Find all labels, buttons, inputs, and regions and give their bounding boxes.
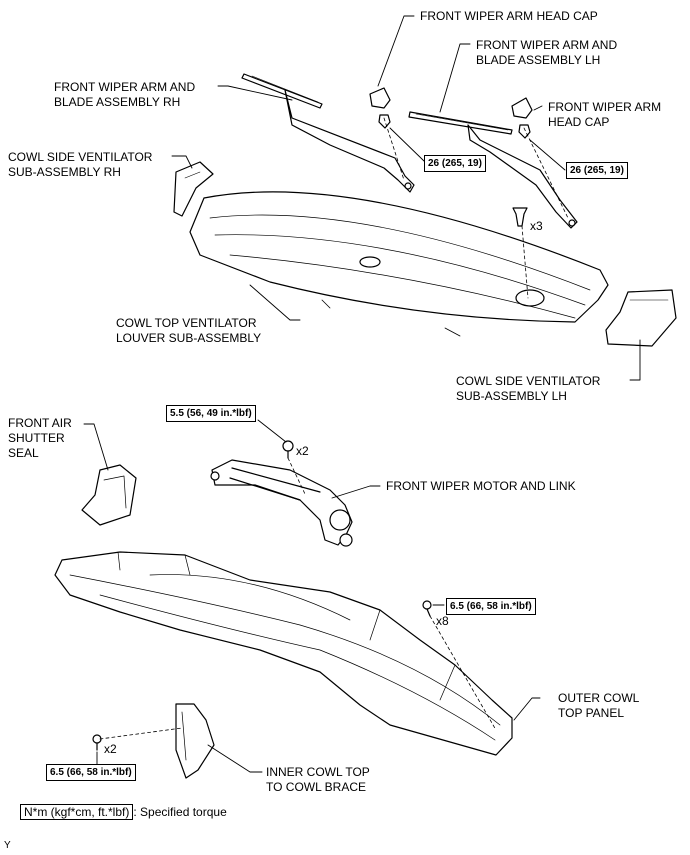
- figure-code: Y: [4, 840, 11, 851]
- torque-outer-cowl-bolt: 6.5 (66, 58 in.*lbf): [446, 598, 536, 615]
- inner-cowl-brace: [175, 703, 215, 779]
- front-air-shutter-seal: [81, 464, 137, 526]
- brace-bolt: [92, 734, 102, 751]
- label-inner-cowl-brace: INNER COWL TOP TO COWL BRACE: [266, 765, 370, 794]
- legend-description: : Specified torque: [133, 805, 227, 819]
- wiper-arm-blade-lh: [408, 111, 578, 229]
- front-wiper-motor-link: [210, 459, 353, 547]
- label-cowl-side-ventilator-rh: COWL SIDE VENTILATOR SUB-ASSEMBLY RH: [8, 150, 153, 179]
- outer-cowl-bolt: [422, 600, 432, 617]
- label-outer-cowl-top-panel: OUTER COWL TOP PANEL: [558, 691, 640, 720]
- wiper-head-cap-rh: [369, 87, 391, 109]
- label-front-wiper-motor-link: FRONT WIPER MOTOR AND LINK: [386, 479, 576, 493]
- cowl-side-ventilator-rh: [173, 161, 214, 217]
- arm-nut-rh: [378, 114, 391, 129]
- quantity-clip: x3: [530, 219, 543, 233]
- legend-unit-box: N*m (kgf*cm, ft.*lbf): [20, 804, 134, 820]
- cowl-top-ventilator-louver: [189, 191, 609, 337]
- quantity-motor-bolt: x2: [296, 444, 309, 458]
- wiper-head-cap-lh: [511, 97, 533, 119]
- label-wiper-arm-head-cap-top: FRONT WIPER ARM HEAD CAP: [420, 9, 598, 23]
- quantity-brace-bolt: x2: [104, 742, 117, 756]
- quantity-outer-cowl-bolt: x8: [436, 614, 449, 628]
- label-wiper-arm-blade-lh: FRONT WIPER ARM AND BLADE ASSEMBLY LH: [476, 38, 618, 67]
- label-cowl-top-ventilator-louver: COWL TOP VENTILATOR LOUVER SUB-ASSEMBLY: [116, 316, 262, 345]
- motor-bolt: [282, 440, 294, 459]
- leader-lines: [83, 15, 641, 773]
- label-front-air-shutter-seal: FRONT AIR SHUTTER SEAL: [8, 416, 72, 460]
- torque-brace-bolt: 6.5 (66, 58 in.*lbf): [46, 764, 136, 781]
- clip: [512, 207, 528, 227]
- installation-lines: [99, 117, 569, 740]
- torque-lh-arm-nut: 26 (265, 19): [566, 162, 628, 179]
- wiper-arm-blade-rh: [241, 73, 415, 193]
- label-wiper-arm-head-cap-right: FRONT WIPER ARM HEAD CAP: [548, 100, 662, 129]
- torque-motor-bolt: 5.5 (56, 49 in.*lbf): [166, 405, 256, 422]
- torque-legend: N*m (kgf*cm, ft.*lbf): Specified torque: [20, 804, 227, 820]
- label-cowl-side-ventilator-lh: COWL SIDE VENTILATOR SUB-ASSEMBLY LH: [456, 374, 601, 403]
- cowl-side-ventilator-lh: [605, 289, 677, 347]
- torque-rh-arm-nut: 26 (265, 19): [424, 155, 486, 172]
- outer-cowl-top-panel: [54, 551, 513, 756]
- label-wiper-arm-blade-rh: FRONT WIPER ARM AND BLADE ASSEMBLY RH: [54, 80, 196, 109]
